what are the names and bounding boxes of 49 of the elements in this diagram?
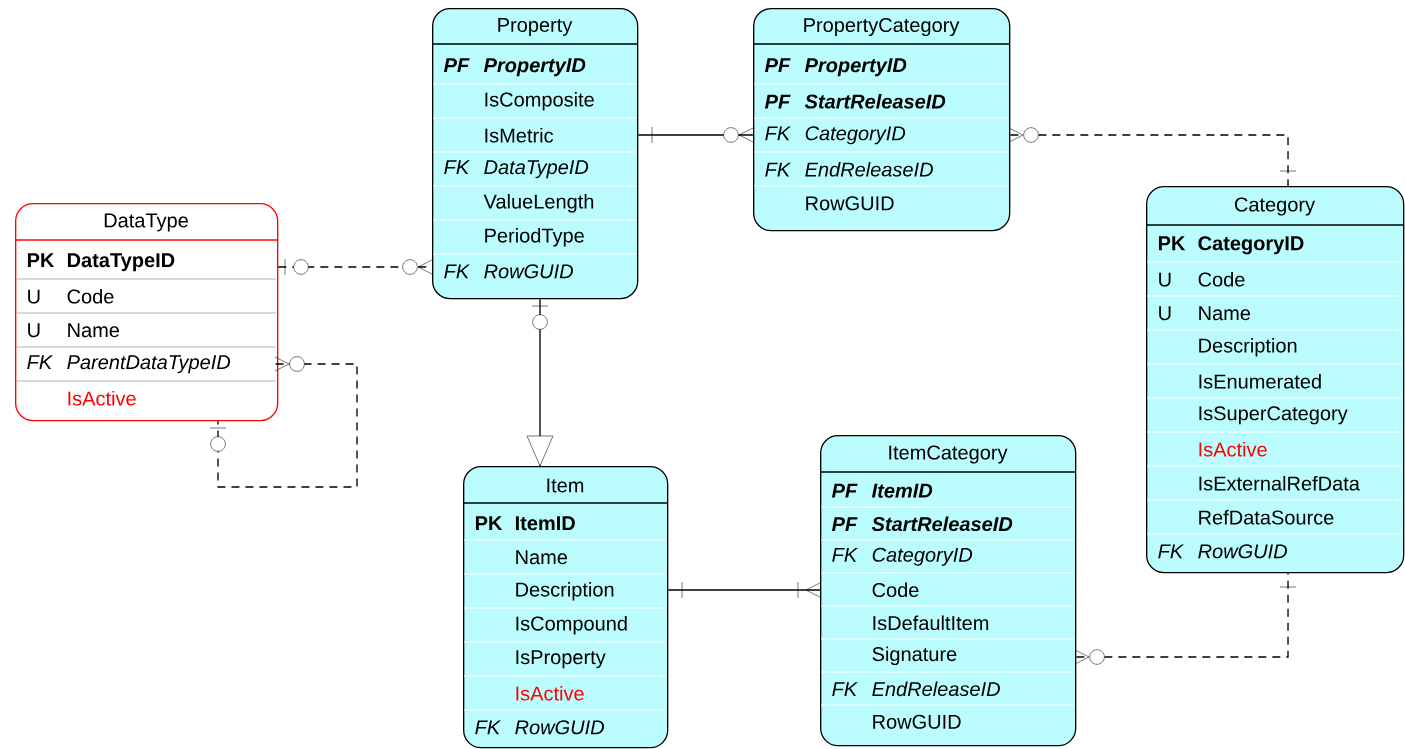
attribute-row: Name [516,550,568,565]
attribute-row: PF PropertyID [764,58,907,77]
attribute-row: IsActive [516,685,584,701]
attribute-row: Signature [872,646,957,666]
attribute-row: U Name [1159,306,1251,321]
attribute-row: FK EndReleaseID [765,161,933,177]
attribute-row: IsDefaultItem [873,615,989,631]
relationship-line [637,126,754,144]
attribute-row: IsSuperCategory [1199,406,1348,425]
attribute-row: RowGUID [806,196,894,211]
attribute-row: IsExternalRefData [1199,475,1360,491]
attribute-row: IsProperty [516,650,606,669]
relationship-line [1074,572,1297,665]
attribute-row: U Code [28,288,114,304]
attribute-row: RowGUID [873,714,961,729]
attribute-row: FK RowGUID [475,720,604,735]
attribute-row: IsEnumerated [1199,373,1321,389]
attribute-row: PF ItemID [831,483,933,498]
attribute-row: FK CategoryID [832,547,973,566]
attribute-row: U Name [28,323,120,338]
attribute-row: FK DataTypeID [444,160,589,179]
relationship-line [209,356,358,488]
attribute-row: PF StartReleaseID [831,516,1013,532]
attribute-row: Description [1199,337,1297,357]
attribute-row: PeriodType [485,227,584,247]
attribute-row: IsMetric [485,127,554,143]
attribute-row: ValueLength [483,193,594,213]
relationship-line [277,258,433,276]
relationship-line [667,581,821,599]
attribute-row: IsCompound [516,615,627,635]
attribute-row: FK ParentDataTypeID [27,355,231,374]
attribute-row: PF StartReleaseID [764,93,946,109]
attribute-row: PK DataTypeID [27,253,175,272]
attribute-row: Description [516,581,614,601]
attribute-row: FK RowGUID [444,264,573,279]
relationship-line [1008,127,1297,187]
relationship-line [526,298,554,467]
attribute-row: IsActive [68,390,136,406]
attribute-row: IsActive [1199,441,1267,457]
attribute-row: PK ItemID [475,516,575,531]
attribute-row: PF PropertyID [443,58,586,77]
attribute-row: FK CategoryID [765,126,906,145]
attribute-row: FK EndReleaseID [832,681,1000,697]
attribute-row: U Code [1159,271,1245,287]
attribute-row: IsComposite [485,91,594,111]
attribute-row: FK RowGUID [1158,544,1287,559]
attribute-row: Code [872,582,919,598]
attribute-row: RefDataSource [1199,509,1334,525]
attribute-row: PK CategoryID [1158,236,1304,255]
